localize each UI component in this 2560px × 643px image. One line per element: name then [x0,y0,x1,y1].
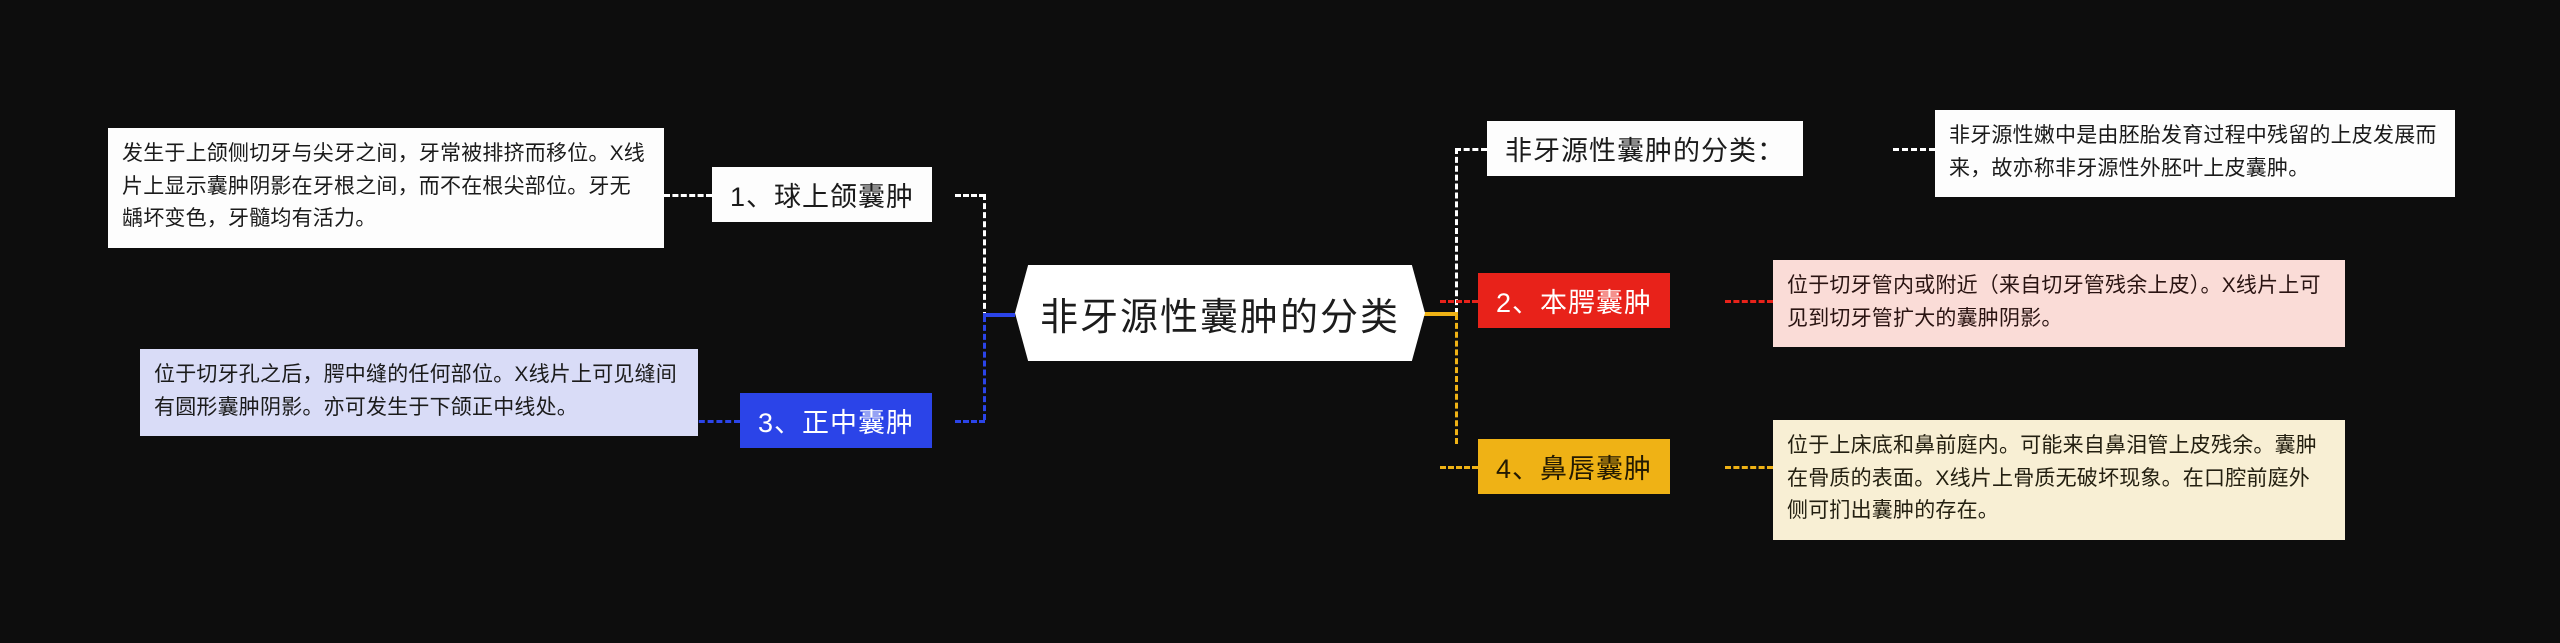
connector-right-branch1-leg [1455,148,1487,151]
detail-box-fenlei[interactable]: 非牙源性嫩中是由胚胎发育过程中残留的上皮发展而来，故亦称非牙源性外胚叶上皮囊肿。 [1935,110,2455,198]
detail-box-qiushangehe[interactable]: 发生于上颌侧切牙与尖牙之间，牙常被排挤而移位。X线片上显示囊肿阴影在牙根之间，而… [108,128,664,248]
branch-node-fenlei[interactable]: 非牙源性囊肿的分类： [1487,121,1803,176]
connector-left-branch3-leg [955,420,985,423]
branch-node-bichun[interactable]: 4、鼻唇囊肿 [1478,439,1671,494]
connector-right-root-stub [1424,312,1458,316]
branch-node-qiushangehe[interactable]: 1、球上颌囊肿 [712,167,933,222]
detail-text: 位于切牙管内或附近（来自切牙管残余上皮）。X线片上可见到切牙管扩大的囊肿阴影。 [1787,274,2321,330]
detail-box-zhengzhong[interactable]: 位于切牙孔之后，腭中缝的任何部位。X线片上可见缝间有圆形囊肿阴影。亦可发生于下颌… [140,349,698,437]
connector-left-branch1-detail [664,194,712,197]
connector-left-trunk-lower [983,316,986,420]
detail-text: 位于切牙孔之后，腭中缝的任何部位。X线片上可见缝间有圆形囊肿阴影。亦可发生于下颌… [154,363,678,419]
branch-label: 4、鼻唇囊肿 [1496,454,1653,484]
connector-left-root-stub [983,313,1015,317]
branch-node-zhengzhong[interactable]: 3、正中囊肿 [740,393,933,448]
connector-right-branch4-leg [1440,466,1478,469]
branch-label: 3、正中囊肿 [758,408,915,438]
connector-right-branch1-detail [1893,148,1935,151]
connector-left-trunk-upper [983,194,986,318]
detail-box-bichun[interactable]: 位于上床底和鼻前庭内。可能来自鼻泪管上皮残余。囊肿在骨质的表面。X线片上骨质无破… [1773,420,2345,540]
connector-right-trunk-upper [1455,148,1458,314]
detail-box-bene[interactable]: 位于切牙管内或附近（来自切牙管残余上皮）。X线片上可见到切牙管扩大的囊肿阴影。 [1773,260,2345,348]
connector-left-branch3-detail [690,420,740,423]
branch-label: 1、球上颌囊肿 [730,182,915,212]
detail-text: 非牙源性嫩中是由胚胎发育过程中残留的上皮发展而来，故亦称非牙源性外胚叶上皮囊肿。 [1949,124,2437,180]
branch-node-bene[interactable]: 2、本腭囊肿 [1478,273,1671,328]
connector-right-trunk-lower [1455,314,1458,444]
detail-text: 发生于上颌侧切牙与尖牙之间，牙常被排挤而移位。X线片上显示囊肿阴影在牙根之间，而… [122,142,646,231]
root-node[interactable]: 非牙源性囊肿的分类 [1015,265,1425,361]
connector-left-branch1-leg [955,194,985,197]
connector-right-branch2-leg [1440,300,1478,303]
connector-right-branch4-detail [1725,466,1773,469]
branch-label: 2、本腭囊肿 [1496,288,1653,318]
branch-label: 非牙源性囊肿的分类： [1505,136,1785,166]
root-label: 非牙源性囊肿的分类 [1040,296,1401,339]
detail-text: 位于上床底和鼻前庭内。可能来自鼻泪管上皮残余。囊肿在骨质的表面。X线片上骨质无破… [1787,434,2317,523]
connector-right-branch2-detail [1725,300,1773,303]
